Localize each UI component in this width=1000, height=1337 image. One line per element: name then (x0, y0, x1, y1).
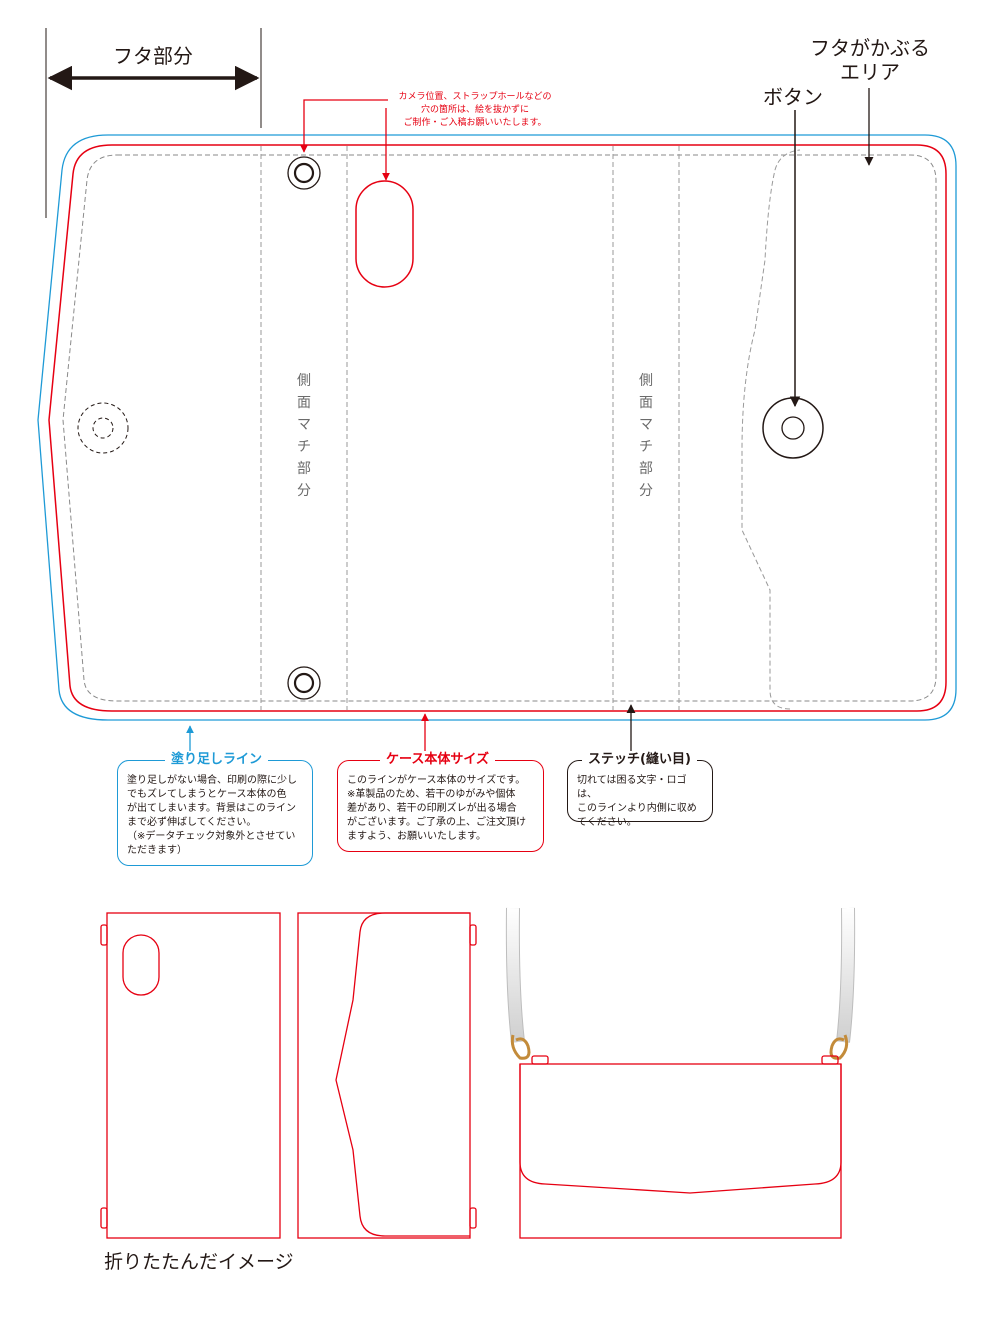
button-label: ボタン (763, 85, 823, 109)
side-gusset-label-right: 側面マチ部分 (639, 373, 653, 499)
legend-case-size-box: ケース本体サイズ このラインがケース本体のサイズです。 ※革製品のため、若干のゆ… (337, 751, 544, 852)
legend-stitch-box: ステッチ(縫い目) 切れては困る文字・ロゴは、 このラインより内側に収め てくだ… (567, 751, 713, 828)
flap-width-indicator (45, 28, 262, 218)
legend-bleed-body: 塗り足しがない場合、印刷の際に少し でもズレてしまうとケース本体の色 が出てしま… (127, 775, 297, 856)
flap-part-label: フタ部分 (113, 44, 193, 68)
strap-hole-icon (287, 156, 321, 700)
stitch-line (62, 154, 937, 702)
folded-back-view (100, 912, 281, 1239)
legend-stitch-body: 切れては困る文字・ロゴは、 このラインより内側に収め てください。 (577, 775, 697, 828)
fold-lines (260, 146, 801, 710)
legend-bleed-box: 塗り足しライン 塗り足しがない場合、印刷の際に少し でもズレてしまうとケース本体… (117, 751, 313, 866)
legend-case-size-title: ケース本体サイズ (380, 751, 495, 769)
legend-stitch-title: ステッチ(縫い目) (582, 751, 697, 769)
case-body-line (48, 144, 947, 712)
legend-bleed-title: 塗り足しライン (165, 751, 269, 769)
button-snap-icon (762, 397, 824, 459)
folded-image-caption: 折りたたんだイメージ (104, 1251, 294, 1273)
snap-position-icon (77, 402, 129, 454)
side-gusset-label-left: 側面マチ部分 (297, 373, 311, 499)
flap-area-label: フタがかぶる エリア (810, 36, 930, 84)
folded-pouch-view (505, 907, 856, 1239)
strap-clip-icon (510, 1034, 849, 1060)
arrow-icon (300, 99, 388, 153)
legend-case-size-body: このラインがケース本体のサイズです。 ※革製品のため、若干のゆがみや個体 差があ… (347, 775, 526, 842)
camera-hole-icon (355, 180, 414, 288)
camera-hole-note: カメラ位置、ストラップホールなどの 穴の箇所は、絵を抜かずに ご制作・ご入稿お願… (398, 92, 552, 128)
bleed-line (37, 134, 957, 721)
folded-front-view (297, 912, 477, 1239)
